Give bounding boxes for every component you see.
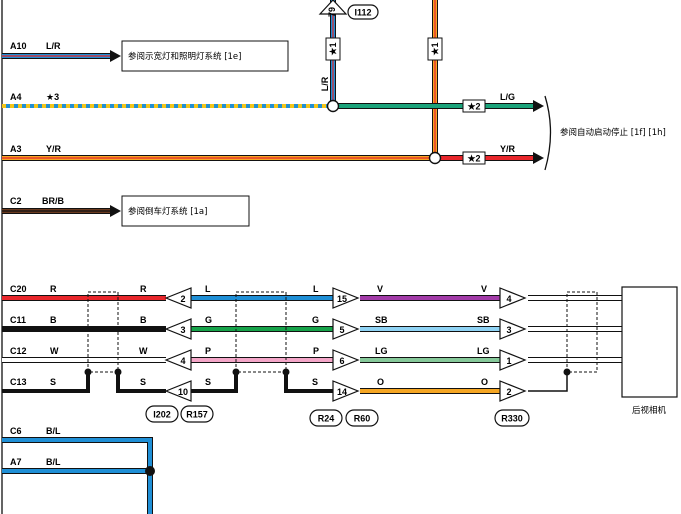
badge-r24: R24 <box>318 414 335 424</box>
svg-text:C12: C12 <box>10 346 27 356</box>
vertical-wire-lr-label: L/R <box>320 76 330 91</box>
splice-a4 <box>326 99 340 113</box>
svg-text:S: S <box>205 377 211 387</box>
svg-text:S: S <box>312 377 318 387</box>
svg-text:V: V <box>377 284 383 294</box>
vertical-star-2: ★1 <box>430 42 440 55</box>
shield-1 <box>87 291 119 373</box>
note-box-c2 <box>121 195 250 227</box>
note-a10: 参阅示宽灯和照明灯系统 [1e] <box>128 51 241 62</box>
shield-3 <box>566 291 598 373</box>
wire-a3-color: Y/R <box>46 144 62 154</box>
svg-text:SB: SB <box>477 315 490 325</box>
wire-c6-color: B/L <box>46 426 61 436</box>
splice-a3 <box>428 151 442 165</box>
wire-c2-color: BR/B <box>42 196 64 206</box>
svg-text:G: G <box>312 315 319 325</box>
note-c2: 参阅倒车灯系统 [1a] <box>128 206 207 217</box>
right-note: 参阅自动启动停止 [1f] [1h] <box>560 127 666 138</box>
wire-a7-color: B/L <box>46 457 61 467</box>
wire-a4 <box>2 100 544 112</box>
svg-text:SB: SB <box>375 315 388 325</box>
svg-text:4: 4 <box>506 294 511 304</box>
svg-text:6: 6 <box>339 356 344 366</box>
connector-column-3 <box>499 287 527 402</box>
svg-text:10: 10 <box>178 387 188 397</box>
right-brace <box>544 95 552 171</box>
svg-text:3: 3 <box>180 325 185 335</box>
svg-text:4: 4 <box>180 356 185 366</box>
wire-c2 <box>2 205 121 217</box>
rear-camera-label: 后视相机 <box>632 405 667 416</box>
svg-text:2: 2 <box>180 294 185 304</box>
svg-text:LG: LG <box>477 346 490 356</box>
svg-text:C20: C20 <box>10 284 27 294</box>
connector-badges: I202 R157 R24 R60 R330 <box>145 405 530 427</box>
svg-text:L: L <box>313 284 319 294</box>
wire-c6-id: C6 <box>10 426 22 436</box>
wire-a10-color: L/R <box>46 41 61 51</box>
svg-text:G: G <box>205 315 212 325</box>
wire-a3-star: ★2 <box>467 154 480 164</box>
wire-a10 <box>2 50 121 62</box>
connector-column-1 <box>164 287 192 402</box>
svg-text:2: 2 <box>506 387 511 397</box>
svg-text:3: 3 <box>506 325 511 335</box>
svg-text:C11: C11 <box>10 315 26 325</box>
wire-a10-id: A10 <box>10 41 27 51</box>
svg-text:O: O <box>377 377 384 387</box>
svg-text:L: L <box>205 284 211 294</box>
bus-labels: C20 R R 2 L L 15 V V 4 C11 B B 3 G G 5 S… <box>10 284 512 397</box>
wire-a4-color: ★3 <box>46 92 59 102</box>
wire-a4-id: A4 <box>10 92 22 102</box>
bus-row-c13 <box>2 372 568 394</box>
svg-text:P: P <box>313 346 319 356</box>
svg-text:O: O <box>481 377 488 387</box>
svg-text:S: S <box>50 377 56 387</box>
svg-text:15: 15 <box>337 294 347 304</box>
badge-r330: R330 <box>501 414 523 424</box>
svg-text:P: P <box>205 346 211 356</box>
svg-text:R: R <box>140 284 147 294</box>
shield-2 <box>235 291 287 373</box>
wire-a4-star: ★2 <box>467 102 480 112</box>
svg-text:W: W <box>50 346 59 356</box>
vertical-star-1: ★1 <box>328 42 338 55</box>
svg-text:LG: LG <box>375 346 388 356</box>
connector-column-2 <box>332 287 360 402</box>
svg-text:5: 5 <box>339 325 344 335</box>
top-connector-badge: I112 <box>354 8 371 18</box>
svg-text:14: 14 <box>337 387 347 397</box>
wire-c6 <box>2 437 153 514</box>
svg-text:C13: C13 <box>10 377 27 387</box>
svg-text:B: B <box>140 315 147 325</box>
wire-c2-id: C2 <box>10 196 22 206</box>
badge-i202: I202 <box>153 410 171 420</box>
svg-text:1: 1 <box>506 356 511 366</box>
splice-a7 <box>145 466 155 476</box>
rear-camera-box <box>621 286 678 398</box>
wire-a3-right-label: Y/R <box>500 144 516 154</box>
wire-a4-right-label: L/G <box>500 92 515 102</box>
svg-text:S: S <box>140 377 146 387</box>
top-connector-pin: 79 <box>327 7 337 17</box>
wire-a7-id: A7 <box>10 457 22 467</box>
note-box-a10 <box>121 40 289 72</box>
wire-a3-id: A3 <box>10 144 22 154</box>
top-connector: 79 I112 <box>318 0 379 20</box>
svg-text:W: W <box>139 346 148 356</box>
badge-r60: R60 <box>354 414 371 424</box>
svg-text:R: R <box>50 284 57 294</box>
svg-text:V: V <box>481 284 487 294</box>
svg-text:B: B <box>50 315 57 325</box>
badge-r157: R157 <box>186 410 208 420</box>
